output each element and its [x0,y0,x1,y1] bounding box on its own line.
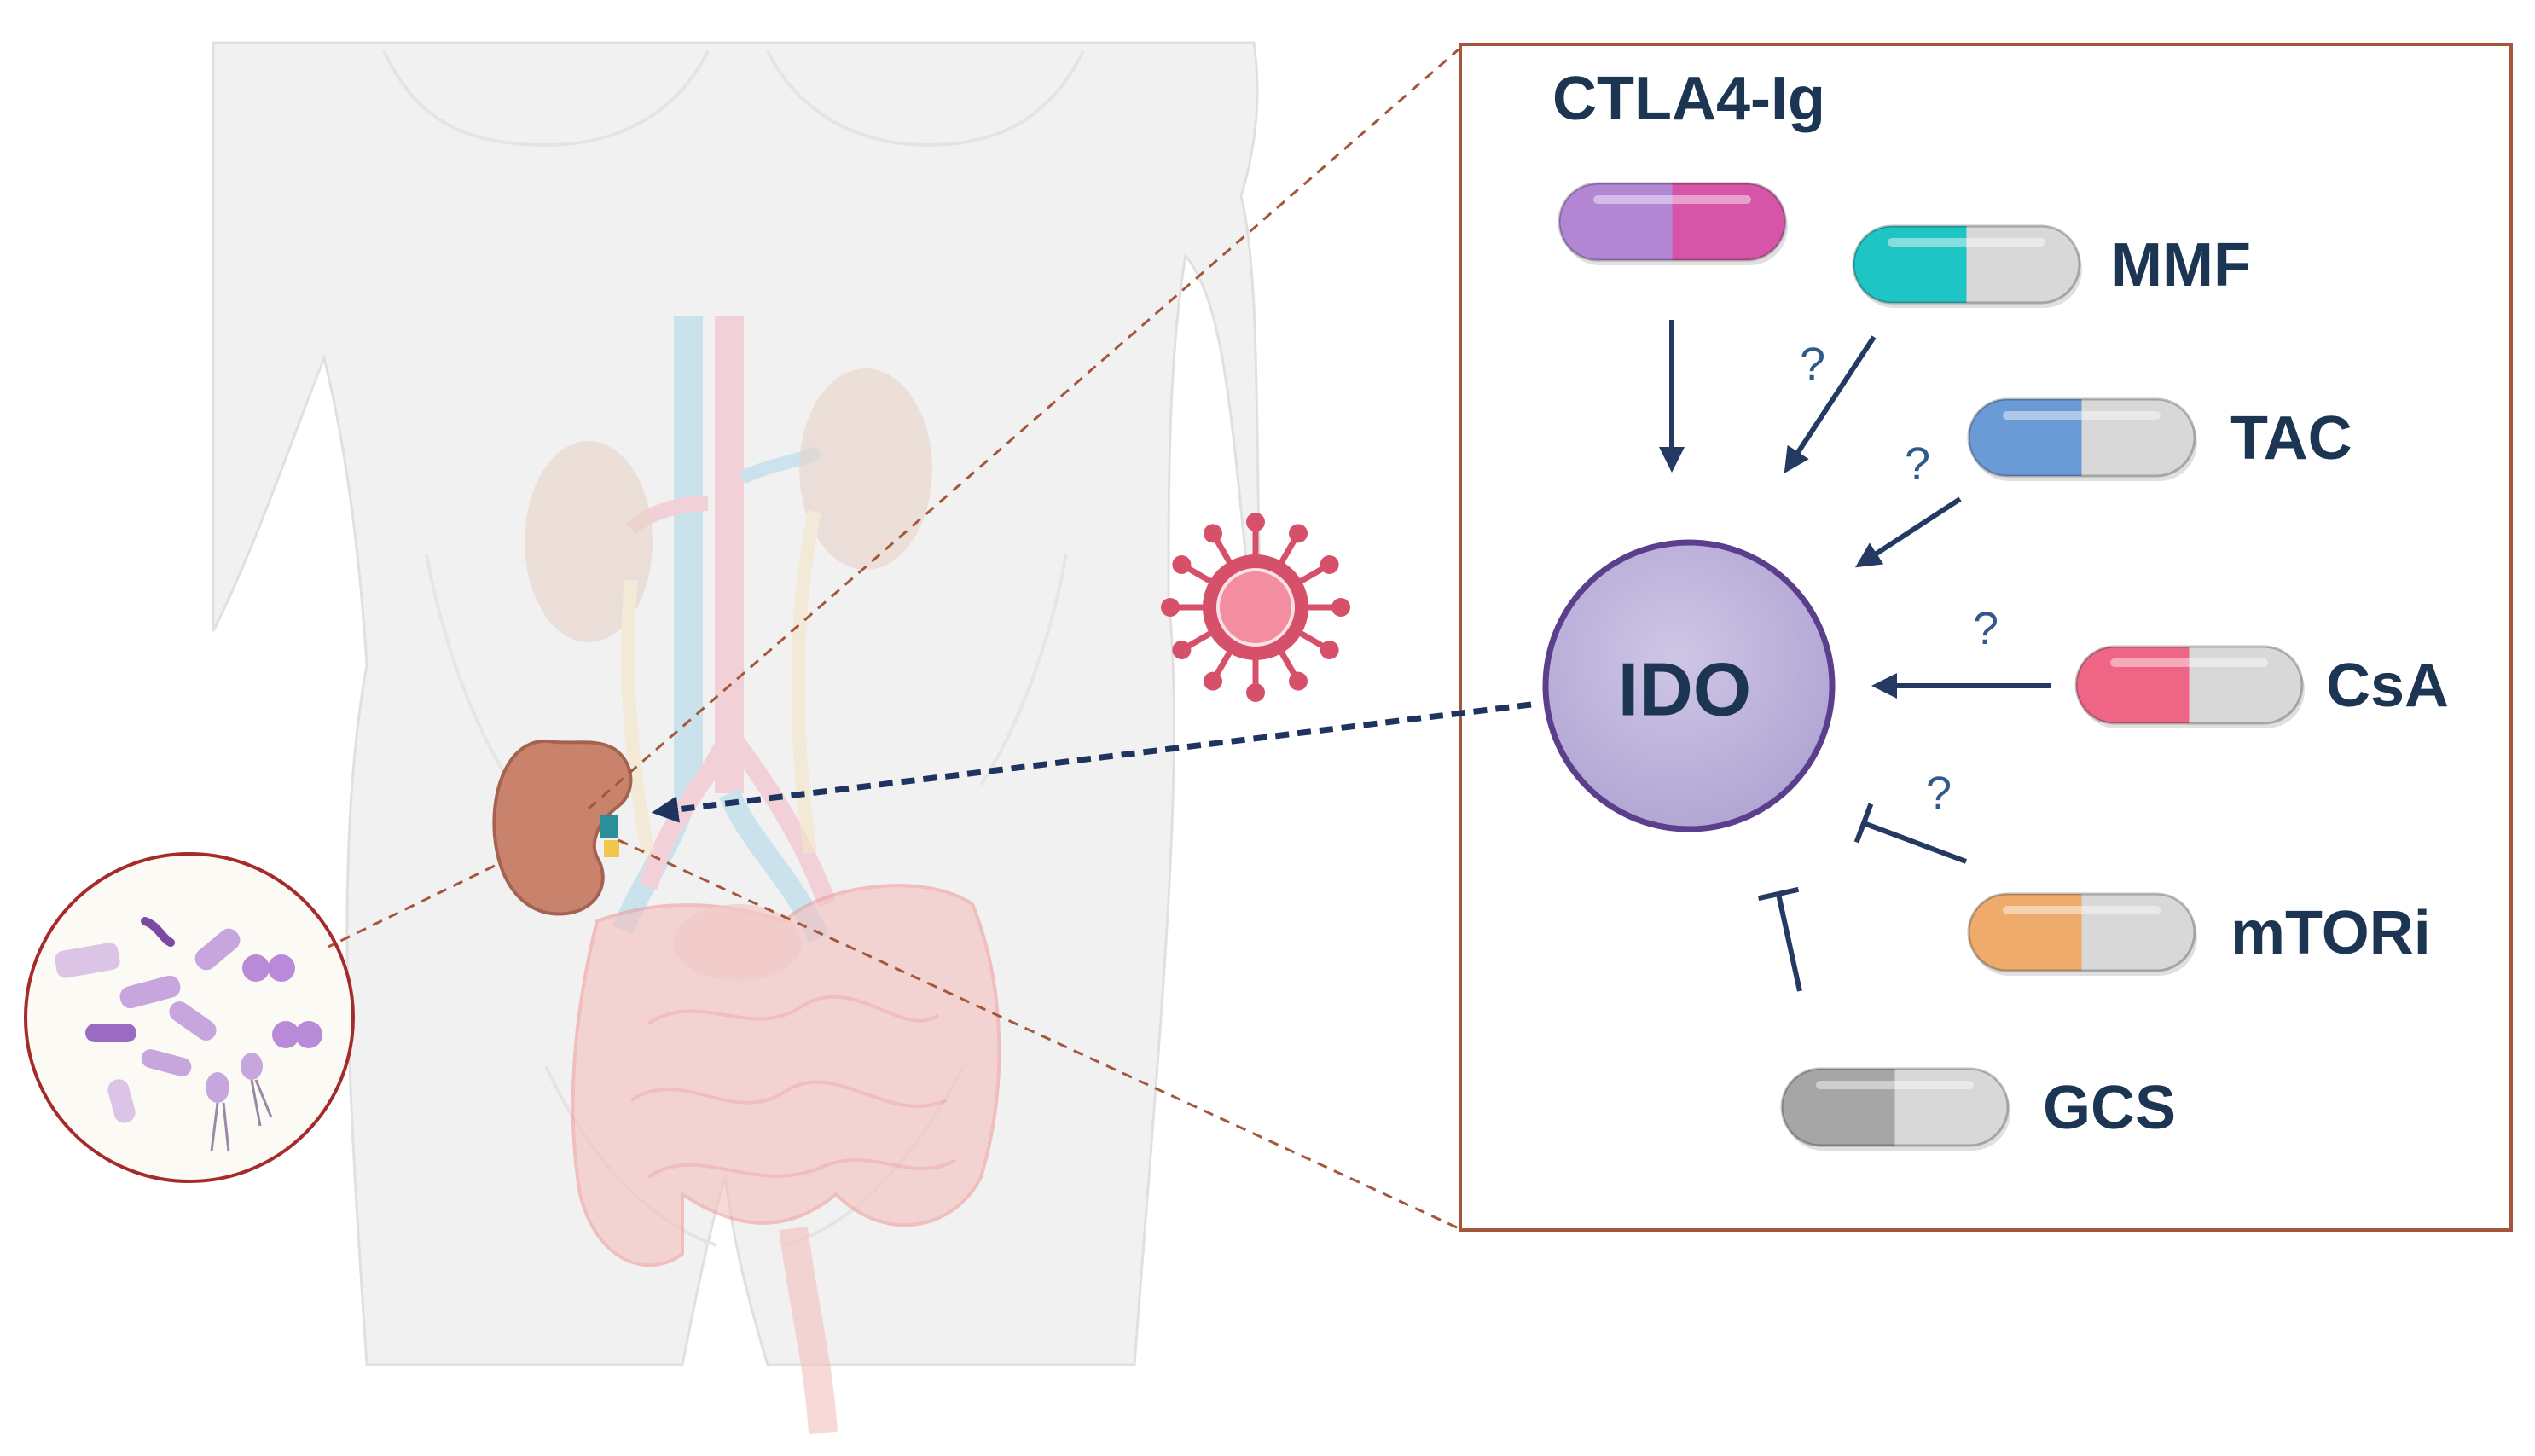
capsule-right-half [2081,399,2195,476]
capsule-highlight [1888,238,2045,247]
microbiota-icon [24,852,355,1183]
virus-spike-tip [1172,555,1192,574]
arrow-mmf: ? [1784,335,1877,474]
capsule-left-half [1969,894,2082,971]
capsule-left-half [1782,1069,1895,1146]
capsule-highlight [2110,658,2268,667]
capsule-mmf: MMF [1852,224,2251,308]
effect-arrows: ???? [1659,320,2051,992]
capsule-right-half [1966,226,2080,303]
virus-spike-tip [1289,671,1308,691]
uncertainty-mark: ? [1905,438,1930,490]
capsule-outline [2074,645,2304,725]
arrow-csa: ? [1871,603,2051,699]
arrow-gcs [1757,886,1802,992]
virus-spike-tip [1246,513,1265,531]
inhibition-line [1776,893,1802,992]
drug-label-tac: TAC [2230,404,2352,473]
virus-spike-tip [1172,641,1192,659]
uncertainty-mark: ? [1800,339,1825,390]
drug-label-mmf: MMF [2111,231,2251,299]
virus-spike-tip [1320,641,1339,659]
capsule-gcs: GCS [1780,1067,2176,1151]
capsule-mtori: mTORi [1967,892,2431,976]
capsule-ctla4ig [1558,182,1788,265]
capsule-right-half [2189,647,2302,723]
capsule-left-half [1853,226,1967,303]
inhibition-bar [1757,886,1800,902]
ido-label: IDO [1618,647,1751,731]
zoom-lines [328,48,1459,1230]
induction-arrow [1784,335,1877,474]
capsule-outline [1967,397,2196,478]
virus-spike-tip [1289,524,1308,543]
capsule-outline [1852,224,2081,305]
capsule-outline [1967,892,2196,972]
drug-label-mtori: mTORi [2230,899,2431,967]
virus-spike-tip [1320,555,1339,574]
ido-enzyme: IDO [1542,539,1836,832]
capsule-csa: CsA [2074,645,2449,728]
virus-spike-tip [1331,598,1350,617]
capsule-highlight [2003,411,2161,420]
arrow-tac: ? [1854,438,1962,568]
induction-arrow [1854,496,1962,568]
virus-spike-tip [1246,683,1265,702]
native-kidneys [525,368,932,855]
inhibition-line [1862,821,1968,864]
drug-label-gcs: GCS [2043,1074,2176,1142]
capsule-right-half [1672,183,1785,260]
uncertainty-mark: ? [1926,768,1952,819]
virus-spike-tip [1204,524,1222,543]
capsule-highlight [1816,1081,1974,1089]
capsule-left-half [1969,399,2082,476]
capsule-left-half [1559,183,1673,260]
ido-to-kidney-arrow [651,701,1532,823]
inhibition-bar [1853,803,1874,844]
virus-icon [1161,513,1350,702]
drug-label-csa: CsA [2326,652,2449,720]
uncertainty-mark: ? [1973,603,1998,654]
capsule-outline [1780,1067,2010,1147]
virus-core [1216,568,1295,647]
panel-title: CTLA4-Ig [1552,65,1825,133]
capsule-right-half [1894,1069,2008,1146]
capsule-right-half [2081,894,2195,971]
virus-spike-tip [1161,598,1180,617]
virus-spike-tip [1204,671,1222,691]
arrow-mtori: ? [1853,768,1968,864]
capsule-tac: TAC [1967,397,2352,481]
intestine-icon [571,884,1001,1435]
capsule-highlight [2003,906,2161,914]
capsule-outline [1558,182,1787,262]
capsule-left-half [2076,647,2190,723]
kidney-icon [492,739,633,916]
capsule-highlight [1593,195,1751,204]
